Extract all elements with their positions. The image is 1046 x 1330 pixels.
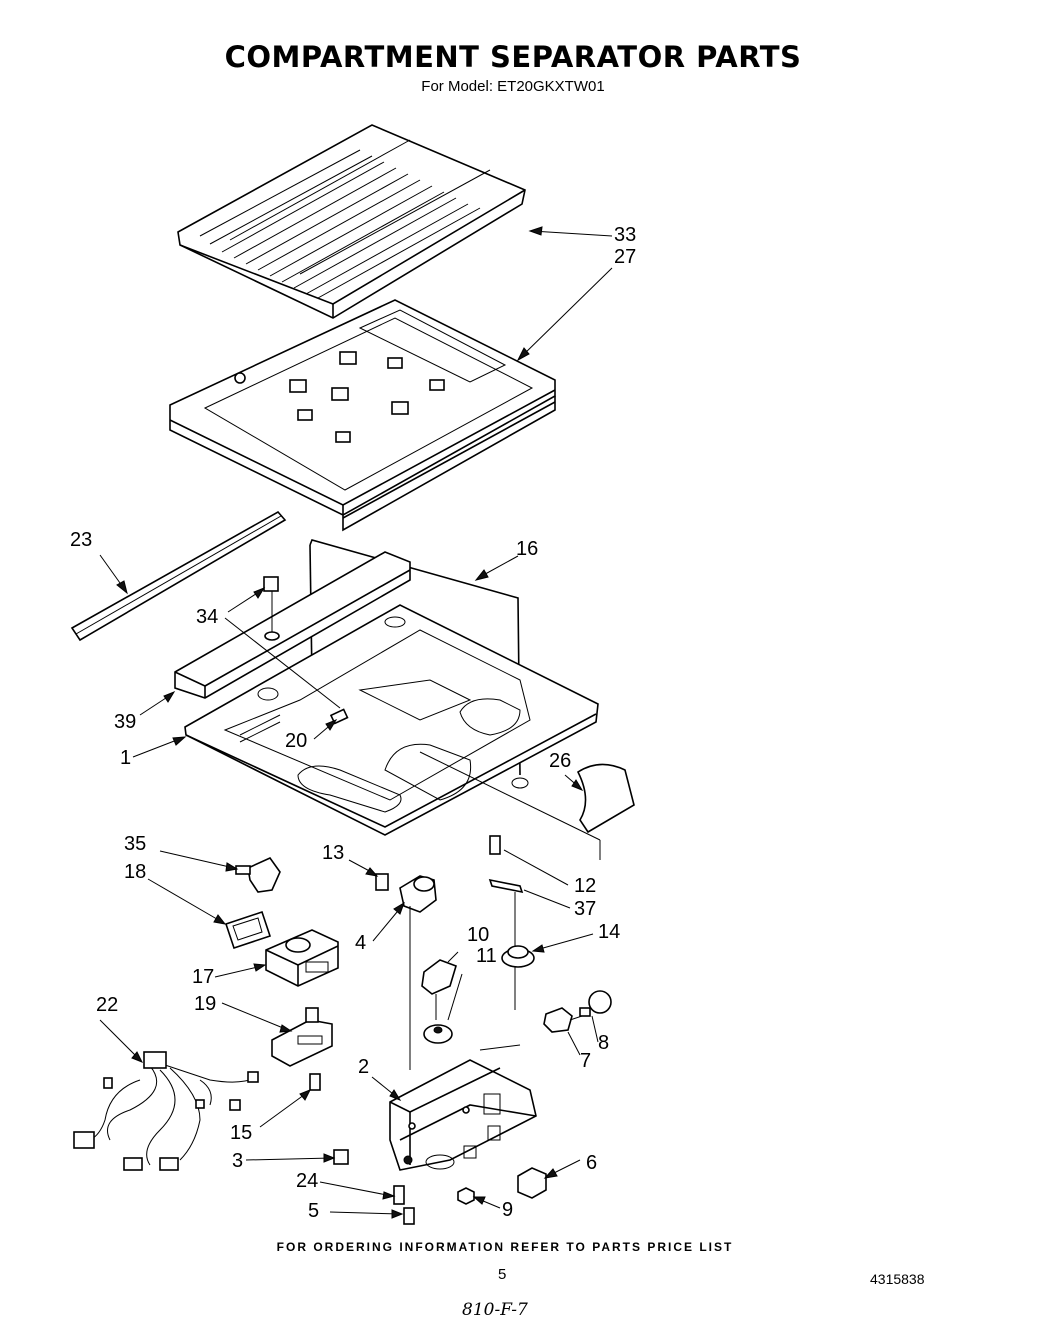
callout-37: 37 bbox=[574, 898, 597, 920]
part-18-gasket bbox=[224, 910, 272, 950]
callout-15: 15 bbox=[230, 1122, 253, 1144]
part-8-bulb bbox=[579, 990, 612, 1017]
callout-24: 24 bbox=[296, 1170, 319, 1192]
callout-6: 6 bbox=[586, 1152, 598, 1174]
part-1-separator-pan bbox=[184, 604, 599, 836]
part-27-cover bbox=[169, 299, 556, 532]
callout-3: 3 bbox=[232, 1150, 244, 1172]
model-subtitle: For Model: ET20GKXTW01 bbox=[421, 78, 605, 95]
part-14-damper bbox=[501, 945, 535, 968]
callout-17: 17 bbox=[192, 966, 215, 988]
document-number: 4315838 bbox=[870, 1271, 925, 1287]
callout-26: 26 bbox=[549, 750, 572, 772]
callout-14: 14 bbox=[598, 921, 621, 943]
callout-22: 22 bbox=[96, 994, 119, 1016]
callout-16: 16 bbox=[516, 538, 539, 560]
callout-7: 7 bbox=[580, 1050, 592, 1072]
page-title: COMPARTMENT SEPARATOR PARTS bbox=[224, 40, 802, 74]
callout-33: 33 bbox=[614, 224, 637, 246]
part-5-screw bbox=[403, 1207, 415, 1225]
callout-13: 13 bbox=[322, 842, 345, 864]
callout-5: 5 bbox=[308, 1200, 320, 1222]
part-3-clip bbox=[333, 1149, 349, 1165]
callout-9: 9 bbox=[502, 1199, 514, 1221]
part-17-housing bbox=[265, 929, 339, 987]
part-4-thermostat bbox=[399, 875, 437, 1070]
callout-35: 35 bbox=[124, 833, 147, 855]
part-6-switch bbox=[517, 1167, 547, 1199]
part-13-knob bbox=[375, 873, 389, 891]
part-34-clip bbox=[263, 576, 280, 641]
callout-2: 2 bbox=[358, 1056, 370, 1078]
page-number: 5 bbox=[498, 1266, 507, 1283]
part-33-grille bbox=[177, 124, 526, 319]
ordering-info: FOR ORDERING INFORMATION REFER TO PARTS … bbox=[276, 1240, 734, 1254]
callout-39: 39 bbox=[114, 711, 137, 733]
part-23-trim-strip bbox=[70, 510, 287, 642]
handwritten-note: 810-F-7 bbox=[462, 1300, 528, 1320]
part-22-wire-harness bbox=[73, 1051, 259, 1171]
callout-23: 23 bbox=[70, 529, 93, 551]
part-7-lamp-socket bbox=[543, 1007, 586, 1033]
part-35-bracket bbox=[235, 856, 281, 893]
callout-27: 27 bbox=[614, 246, 637, 268]
part-15-screw bbox=[309, 1073, 321, 1091]
callout-34: 34 bbox=[196, 606, 219, 628]
part-10-switch bbox=[421, 959, 457, 1020]
callout-19: 19 bbox=[194, 993, 217, 1015]
part-2-control-bracket bbox=[389, 1059, 537, 1171]
part-26-insulation bbox=[576, 763, 635, 834]
part-19-bracket bbox=[271, 1007, 333, 1067]
callout-12: 12 bbox=[574, 875, 597, 897]
callout-4: 4 bbox=[355, 932, 367, 954]
part-39-channel bbox=[174, 551, 411, 699]
callout-18: 18 bbox=[124, 861, 147, 883]
part-9-nut bbox=[457, 1187, 475, 1205]
callout-10: 10 bbox=[467, 924, 490, 946]
leader-lines bbox=[99, 226, 613, 1219]
part-11-grommet bbox=[423, 1024, 453, 1044]
callout-8: 8 bbox=[598, 1032, 610, 1054]
callout-1: 1 bbox=[120, 747, 132, 769]
callout-20: 20 bbox=[285, 730, 308, 752]
part-24-screw bbox=[393, 1185, 405, 1205]
callout-11: 11 bbox=[476, 945, 497, 967]
part-12-screw bbox=[489, 835, 501, 855]
